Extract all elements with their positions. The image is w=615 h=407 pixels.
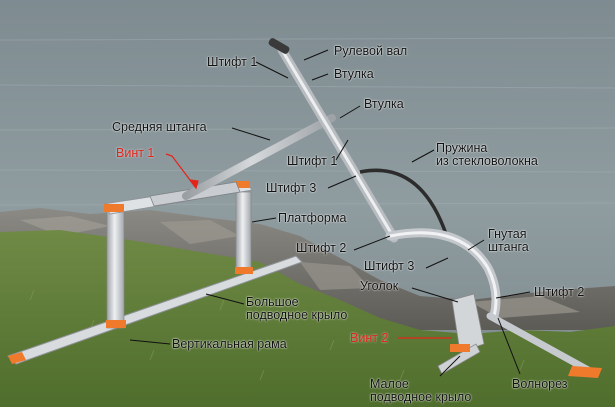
label-middle-rod: Средняя штанга <box>112 120 207 134</box>
label-bushing-top: Втулка <box>334 67 374 81</box>
middle-rod-part <box>182 114 336 200</box>
leader-lines <box>129 49 531 377</box>
label-small-hydrofoil-line-2: подводное крыло <box>370 390 472 404</box>
label-fiberglass-spring: Пружина из стекловолокна <box>436 142 538 168</box>
label-pin-3-left: Штифт 3 <box>266 181 317 195</box>
vertical-frame-part <box>103 181 253 329</box>
label-pin-2-left: Штифт 2 <box>296 241 347 255</box>
label-bent-rod-line-2: штанга <box>488 240 529 254</box>
label-steering-shaft: Рулевой вал <box>334 44 408 58</box>
label-big-hydrofoil: Большое подводное крыло <box>246 296 347 322</box>
fiberglass-spring-part <box>359 168 448 235</box>
label-platform: Платформа <box>278 211 347 225</box>
label-big-hydrofoil-line-2: подводное крыло <box>246 308 348 322</box>
red-leader-lines <box>165 153 452 339</box>
label-bent-rod-line-1: Гнутая <box>488 227 527 241</box>
label-screw-1: Винт 1 <box>116 146 155 160</box>
small-hydrofoil-part <box>437 293 485 375</box>
wave-breaker-part <box>486 312 602 378</box>
label-screw-2: Винт 2 <box>350 331 389 345</box>
label-small-hydrofoil: Малое подводное крыло <box>370 378 471 404</box>
big-hydrofoil-part <box>7 255 303 365</box>
label-fiberglass-spring-line-2: из стекловолокна <box>436 154 538 168</box>
label-bent-rod: Гнутая штанга <box>488 228 529 254</box>
label-vertical-frame: Вертикальная рама <box>172 337 287 351</box>
label-pin-2-right: Штифт 2 <box>534 285 585 299</box>
label-big-hydrofoil-line-1: Большое <box>246 295 299 309</box>
label-pin-3-mid: Штифт 3 <box>364 259 415 273</box>
label-wave-breaker: Волнорез <box>512 377 568 391</box>
label-pin-1-top: Штифт 1 <box>207 55 258 69</box>
label-bushing-mid: Втулка <box>364 97 404 111</box>
label-fiberglass-spring-line-1: Пружина <box>436 141 488 155</box>
label-pin-1-mid: Штифт 1 <box>287 154 338 168</box>
label-small-hydrofoil-line-1: Малое <box>370 377 409 391</box>
label-angle-bracket: Уголок <box>360 279 399 293</box>
